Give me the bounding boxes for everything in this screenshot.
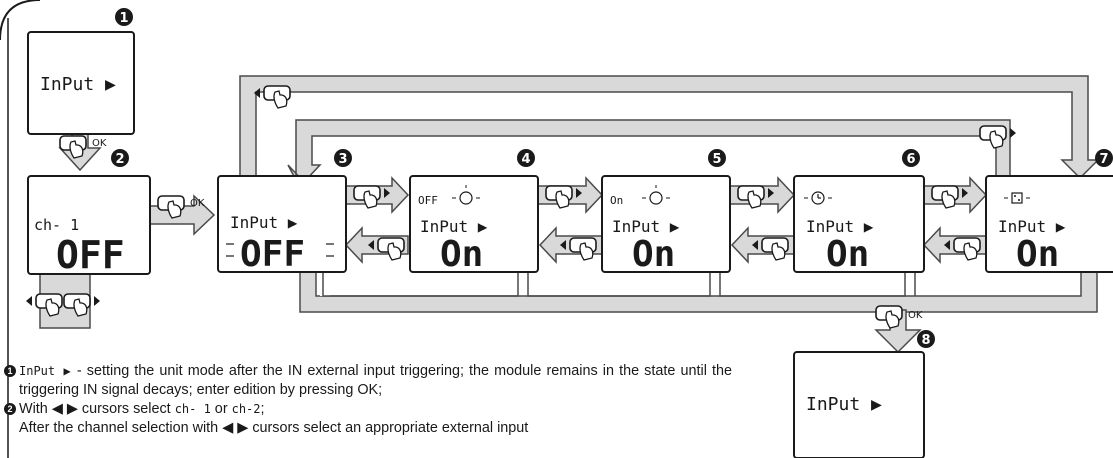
screen-6-label: InPut ▶ <box>806 217 874 236</box>
screen-1: InPut ▶ 1 <box>27 8 135 135</box>
screen-2-value: OFF <box>56 233 125 277</box>
screen-1-label: InPut ▶ <box>40 74 116 95</box>
step-badge-5: 5 <box>712 152 721 167</box>
step-badge-8: 8 <box>921 333 930 348</box>
screen-5-indicator: On <box>610 194 623 207</box>
screen-3-label: InPut ▶ <box>230 213 298 232</box>
left-arrow-button-icon[interactable] <box>367 237 405 261</box>
screen-7-value: On <box>1016 234 1059 275</box>
note-1-text: - setting the unit mode after the IN ext… <box>19 363 733 398</box>
step-badge-4: 4 <box>521 152 530 167</box>
rails <box>320 268 916 297</box>
screen-4-indicator: OFF <box>418 194 438 207</box>
screen-8: InPut ▶ 8 <box>793 330 935 458</box>
screen-7: InPut ▶ On 7 <box>985 149 1113 275</box>
screen-4-value: On <box>440 234 483 275</box>
dice-icon <box>1004 192 1030 204</box>
note-3-text: After the channel selection with ◀ ▶ cur… <box>19 420 529 436</box>
left-arrow-button-icon[interactable] <box>751 237 789 261</box>
step-badge-3: 3 <box>338 152 347 167</box>
screen-4-label: InPut ▶ <box>420 217 488 236</box>
arrow-2-to-3 <box>149 194 216 236</box>
note-1-code: InPut ▶ <box>19 364 72 378</box>
screen-6-value: On <box>826 234 869 275</box>
screen-8-label: InPut ▶ <box>806 394 882 415</box>
left-arrow-button-icon[interactable] <box>559 237 597 261</box>
ok-label-1: OK <box>92 138 107 149</box>
screen-4: OFF InPut ▶ On 4 <box>409 149 539 275</box>
screen-5: On InPut ▶ On 5 <box>601 149 731 275</box>
ok-label-8: OK <box>908 310 923 321</box>
screen-3-value: OFF <box>240 234 305 275</box>
screen-5-value: On <box>632 234 675 275</box>
note-1: 1 InPut ▶ - setting the unit mode after … <box>4 362 732 400</box>
screen-2: ch- 1 OFF 2 <box>27 149 151 277</box>
note-2-code-2: ch-2 <box>231 402 261 416</box>
frame-corner <box>0 0 41 41</box>
note-2-mid: or <box>210 401 232 417</box>
hand-icon <box>642 185 670 205</box>
ok-button-icon[interactable] <box>59 135 87 159</box>
screen-3: InPut ▶ OFF 3 <box>217 149 352 275</box>
step-badge-7: 7 <box>1099 152 1108 167</box>
ok-label-2: OK <box>190 198 205 209</box>
note-2-pre: With ◀ ▶ cursors select <box>19 401 175 417</box>
screen-5-label: InPut ▶ <box>612 217 680 236</box>
note-2: 2 With ◀ ▶ cursors select ch- 1 or ch-2; <box>4 400 732 419</box>
screen-6: InPut ▶ On 6 <box>793 149 925 275</box>
notes: 1 InPut ▶ - setting the unit mode after … <box>4 362 732 438</box>
note-2-post: ; <box>260 401 265 417</box>
arrow-to-screen-8 <box>874 309 922 354</box>
step-badge-2: 2 <box>115 152 124 167</box>
note-2-badge: 2 <box>4 403 16 415</box>
note-2-code-1: ch- 1 <box>174 402 211 416</box>
step-badge-1: 1 <box>119 11 128 26</box>
clock-icon <box>804 191 832 205</box>
left-arrow-button-icon[interactable] <box>253 85 291 109</box>
screen-2-label: ch- 1 <box>34 216 79 234</box>
hand-icon <box>452 185 480 205</box>
left-arrow-button-icon[interactable] <box>943 237 981 261</box>
note-3: After the channel selection with ◀ ▶ cur… <box>4 419 732 438</box>
ok-button-icon[interactable] <box>875 305 903 329</box>
step-badge-6: 6 <box>906 152 915 167</box>
screen-7-label: InPut ▶ <box>998 217 1066 236</box>
note-1-badge: 1 <box>4 365 16 377</box>
